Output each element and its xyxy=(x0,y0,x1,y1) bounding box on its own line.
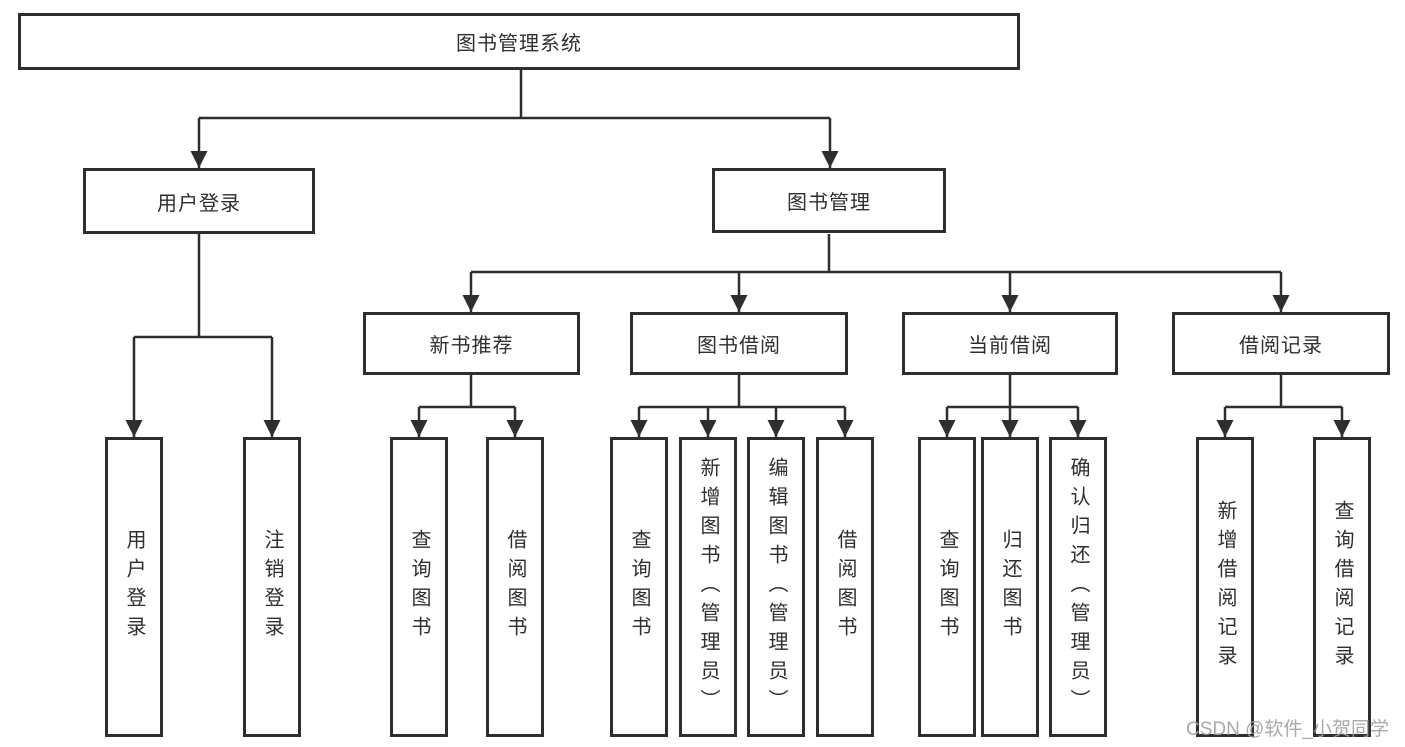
leaf-label: 新增图书（管理员） xyxy=(697,456,719,718)
leaf-logout: 注销登录 xyxy=(243,437,301,737)
leaf-add-borrow-record: 新增借阅记录 xyxy=(1196,437,1254,737)
leaf-label: 查询图书 xyxy=(628,529,650,645)
leaf-label: 借阅图书 xyxy=(834,529,856,645)
node-book-management: 图书管理 xyxy=(712,168,946,233)
node-label: 图书管理 xyxy=(787,192,871,214)
leaf-label: 用户登录 xyxy=(123,529,145,645)
leaf-query-book: 查询图书 xyxy=(610,437,668,737)
node-label: 图书借阅 xyxy=(697,335,781,357)
leaf-label: 编辑图书（管理员） xyxy=(765,456,787,718)
leaf-borrow-book: 借阅图书 xyxy=(486,437,544,737)
node-label: 新书推荐 xyxy=(429,335,514,357)
csdn-watermark: CSDN @软件_小贺同学 xyxy=(1186,719,1389,740)
node-user-login: 用户登录 xyxy=(83,168,315,234)
root-node-label: 图书管理系统 xyxy=(456,33,582,55)
node-current-borrowing: 当前借阅 xyxy=(902,312,1118,375)
node-label: 用户登录 xyxy=(157,192,241,215)
leaf-add-book-admin: 新增图书（管理员） xyxy=(679,437,737,737)
leaf-query-borrow-record: 查询借阅记录 xyxy=(1313,437,1371,737)
leaf-edit-book-admin: 编辑图书（管理员） xyxy=(747,437,805,737)
leaf-label: 确认归还（管理员） xyxy=(1067,456,1089,718)
node-new-book-recommendation: 新书推荐 xyxy=(363,312,580,375)
node-book-borrowing: 图书借阅 xyxy=(630,312,848,375)
leaf-label: 注销登录 xyxy=(261,529,283,645)
leaf-label: 查询图书 xyxy=(408,529,430,645)
leaf-confirm-return-admin: 确认归还（管理员） xyxy=(1049,437,1107,737)
leaf-label: 查询借阅记录 xyxy=(1331,500,1353,674)
leaf-return-book: 归还图书 xyxy=(981,437,1039,737)
leaf-label: 归还图书 xyxy=(999,529,1021,645)
leaf-query-book: 查询图书 xyxy=(390,437,448,737)
node-label: 当前借阅 xyxy=(968,335,1052,357)
root-node-library-management-system: 图书管理系统 xyxy=(18,13,1020,70)
leaf-label: 新增借阅记录 xyxy=(1214,500,1236,674)
leaf-borrow-book: 借阅图书 xyxy=(816,437,874,737)
leaf-user-login: 用户登录 xyxy=(105,437,163,737)
leaf-query-book: 查询图书 xyxy=(918,437,976,737)
leaf-label: 查询图书 xyxy=(936,529,958,645)
node-label: 借阅记录 xyxy=(1239,335,1323,357)
node-borrowing-records: 借阅记录 xyxy=(1172,312,1390,375)
leaf-label: 借阅图书 xyxy=(504,529,526,645)
